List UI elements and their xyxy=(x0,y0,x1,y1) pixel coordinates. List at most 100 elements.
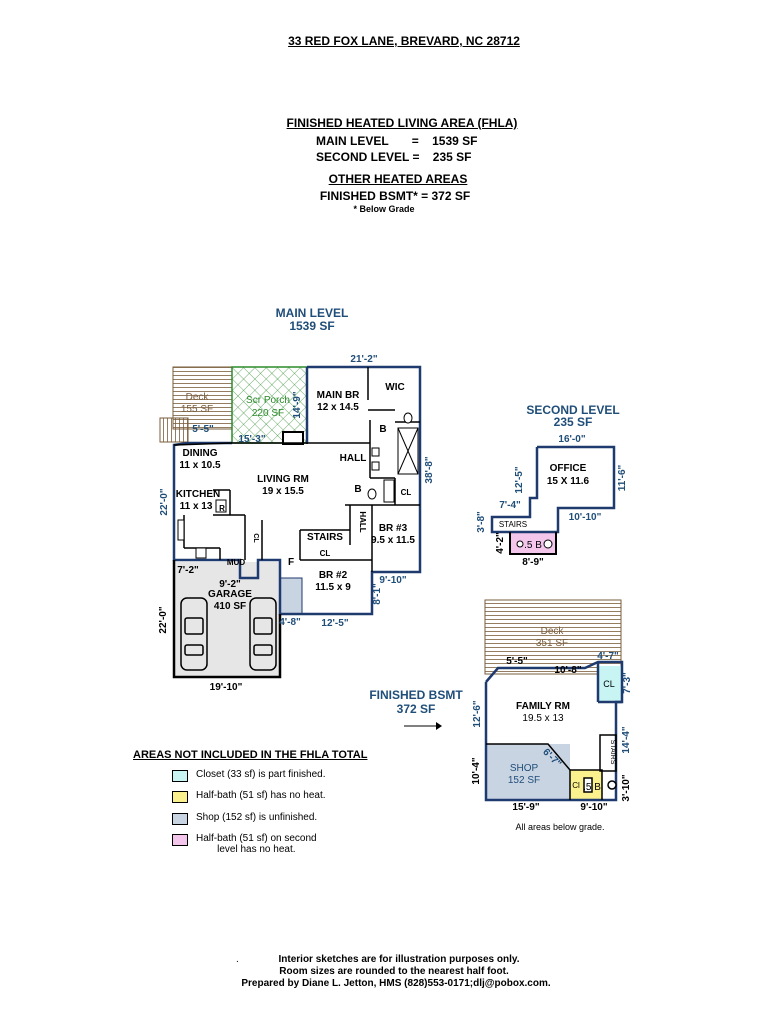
mud-label: MUD xyxy=(227,558,245,567)
main-br-size: 12 x 14.5 xyxy=(317,402,359,413)
fhla-title: FINISHED HEATED LIVING AREA (FHLA) xyxy=(286,116,518,130)
dim-garage-w: 19'-10" xyxy=(210,682,243,693)
family-room-label: FAMILY RM xyxy=(516,701,570,712)
dim-second-stairs-h: 3'-8" xyxy=(476,511,487,533)
legend-swatch-closet xyxy=(172,770,188,782)
bsmt-sf: 372 SF xyxy=(396,702,436,716)
dim-second-mid: 10'-10" xyxy=(569,512,602,523)
dim-porch-depth: 14'-9" xyxy=(292,391,303,418)
legend-item-shop: Shop (152 sf) is unfinished. xyxy=(172,812,317,825)
dim-garage-d: 22'-0" xyxy=(158,606,169,633)
legend-label-closet: Closet (33 sf) is part finished. xyxy=(196,769,326,780)
dim-second-right: 11'-6" xyxy=(617,464,628,491)
dim-bsmt-deck-w: 5'-5" xyxy=(506,656,528,667)
legend-swatch-shop xyxy=(172,813,188,825)
legend-label-shop: Shop (152 sf) is unfinished. xyxy=(196,812,318,823)
bsmt-title: FINISHED BSMT xyxy=(369,688,463,702)
living-label: LIVING RM xyxy=(257,474,309,485)
dim-bsmt-bottom: 15'-9" xyxy=(512,802,539,813)
screened-porch xyxy=(231,366,308,445)
bsmt-arrow xyxy=(404,722,442,730)
hall-vertical-label: HALL xyxy=(358,511,367,532)
closet-label-1: CL xyxy=(401,488,412,497)
garage-sf: 410 SF xyxy=(214,601,246,612)
main-deck-sf: 155 SF xyxy=(181,404,213,415)
dim-deck-w: 5'-5" xyxy=(192,424,214,435)
legend-item-second-halfbath: Half-bath (51 sf) on second level has no… xyxy=(172,833,317,855)
dining-label: DINING xyxy=(183,448,218,459)
bath-label-2: B xyxy=(354,484,361,495)
legend-item-closet: Closet (33 sf) is part finished. xyxy=(172,769,326,782)
footer-line-3: Prepared by Diane L. Jetton, HMS (828)55… xyxy=(241,978,551,989)
office-label: OFFICE xyxy=(550,463,587,474)
stairs-label: STAIRS xyxy=(307,532,343,543)
legend-swatch-second-halfbath xyxy=(172,834,188,846)
garage-walls xyxy=(172,560,282,679)
dim-second-bath-h: 4'-2" xyxy=(495,532,506,554)
dining-size: 11 x 10.5 xyxy=(179,460,221,471)
closet-label-2: CL xyxy=(320,549,331,558)
bsmt-note: All areas below grade. xyxy=(515,822,605,832)
bsmt-total: FINISHED BSMT* = 372 SF xyxy=(319,189,471,203)
bsmt-halfbath-label: .5 B xyxy=(583,782,601,793)
second-level-sf: 235 SF xyxy=(553,415,593,429)
main-level-total: MAIN LEVEL = 1539 SF xyxy=(316,134,478,148)
bsmt-closet-fill xyxy=(598,666,622,702)
br2-label: BR #2 xyxy=(319,570,348,581)
dim-br2-w: 9'-10" xyxy=(379,575,406,586)
bsmt-cl-small: Cl xyxy=(572,781,580,790)
legend-swatch-halfbath xyxy=(172,791,188,803)
bsmt-interior-walls xyxy=(486,734,617,800)
main-bath-fixtures xyxy=(177,412,419,559)
dim-step-w2: 9'-2" xyxy=(219,579,241,590)
garage-label: GARAGE xyxy=(208,589,252,600)
legend-label-halfbath: Half-bath (51 sf) has no heat. xyxy=(196,790,326,801)
footer-line-1: Interior sketches are for illustration p… xyxy=(278,954,520,965)
legend-title: AREAS NOT INCLUDED IN THE FHLA TOTAL xyxy=(133,749,368,761)
office-size: 15 X 11.6 xyxy=(547,476,590,487)
other-heated-title: OTHER HEATED AREAS xyxy=(328,172,468,186)
wic-label: WIC xyxy=(385,382,404,393)
bsmt-closet-label: CL xyxy=(603,679,615,689)
dim-small: 4'-8" xyxy=(279,617,301,628)
dim-bsmt-shop-h: 10'-4" xyxy=(471,757,482,784)
dim-bsmt-cl-h: 7'-3" xyxy=(622,672,633,694)
bsmt-walls xyxy=(484,660,624,802)
dim-second-left: 12'-5" xyxy=(514,466,525,493)
r-label: R xyxy=(219,504,225,513)
second-level-title: SECOND LEVEL xyxy=(526,403,620,417)
kitchen-size: 11 x 13 xyxy=(180,501,213,512)
footer-dot: . xyxy=(236,954,239,965)
legend-label-second-halfbath: Half-bath (51 sf) on second xyxy=(196,833,317,844)
hall-label: HALL xyxy=(340,453,367,464)
br2-size: 11.5 x 9 xyxy=(315,582,351,593)
dim-br2-d: 8'-1" xyxy=(372,583,383,605)
shop-label: SHOP xyxy=(510,763,539,774)
porch-label: Scr Porch xyxy=(246,395,290,406)
legend-label-second-halfbath-2: level has no heat. xyxy=(217,844,296,855)
family-room-size: 19.5 x 13 xyxy=(522,713,564,724)
garage-blue-area xyxy=(279,577,303,615)
dim-main-left: 22'-0" xyxy=(159,488,170,515)
second-halfbath-label: .5 B xyxy=(524,540,542,551)
main-deck xyxy=(159,366,233,443)
below-grade-note: * Below Grade xyxy=(353,204,415,214)
main-level-title: MAIN LEVEL xyxy=(275,306,349,320)
dim-main-right: 38'-8" xyxy=(424,456,435,483)
second-level-walls xyxy=(490,445,616,555)
dim-bsmt-cl-w: 4'-7" xyxy=(597,651,619,662)
footer-line-2: Room sizes are rounded to the nearest ha… xyxy=(279,966,509,977)
dim-bsmt-mid: 10'-8" xyxy=(554,665,581,676)
dim-bsmt-bath-h: 3'-10" xyxy=(621,774,632,801)
legend-item-halfbath: Half-bath (51 sf) has no heat. xyxy=(172,790,326,803)
bath-label-1: B xyxy=(379,424,386,435)
second-stairs-label: STAIRS xyxy=(499,520,527,529)
dim-second-bottom: 8'-9" xyxy=(522,557,544,568)
dim-bsmt-bath-w: 9'-10" xyxy=(580,802,607,813)
main-level-walls xyxy=(172,365,422,616)
porch-sf: 220 SF xyxy=(252,408,284,419)
dim-second-stairs-w: 7'-4" xyxy=(499,500,521,511)
dim-second-top: 16'-0" xyxy=(558,434,585,445)
bsmt-deck-sf: 351 SF xyxy=(536,638,568,649)
bsmt-deck-label: Deck xyxy=(541,626,565,637)
